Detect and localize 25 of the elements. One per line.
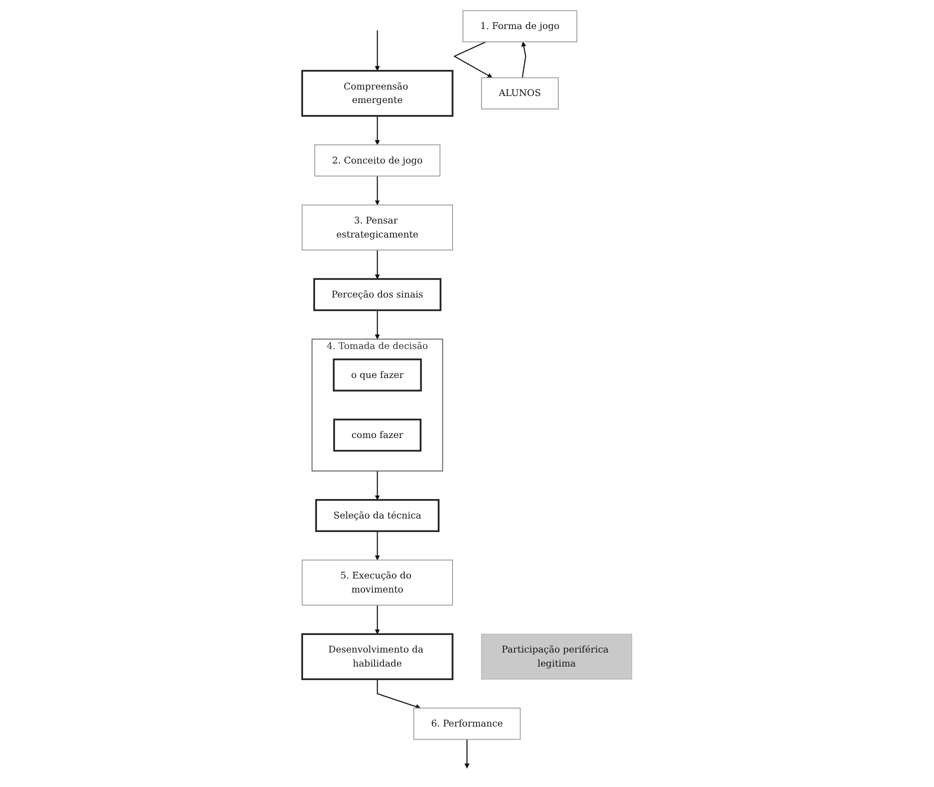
node-box: ALUNOS xyxy=(481,77,559,110)
arrow xyxy=(374,116,380,146)
arrow xyxy=(374,531,380,560)
node-box: o que fazer xyxy=(332,358,422,392)
node-box: Compreensão emergente xyxy=(301,70,454,117)
arrow xyxy=(453,41,492,78)
node-box: 6. Performance xyxy=(413,708,521,740)
arrow xyxy=(521,42,526,78)
arrow xyxy=(374,30,380,71)
arrow xyxy=(374,605,380,634)
node-box: Desenvolvimento da habilidade xyxy=(301,633,454,680)
arrow xyxy=(374,310,380,340)
node-box: Participação periférica legitima xyxy=(481,634,632,680)
arrow xyxy=(374,250,380,280)
node-box: Seleção da técnica xyxy=(315,499,440,532)
arrow xyxy=(464,739,470,768)
node-box: 5. Execução do movimento xyxy=(302,560,453,606)
node-box: 3. Pensar estrategicamente xyxy=(302,204,453,250)
arrow xyxy=(374,471,380,500)
node-box: Perceção dos sinais xyxy=(313,278,442,312)
arrow xyxy=(374,176,380,206)
node-box: 1. Forma de jogo xyxy=(462,10,578,42)
node-box: 2. Conceito de jogo xyxy=(314,144,440,176)
arrow xyxy=(376,679,421,710)
node-box: como fazer xyxy=(333,418,422,452)
